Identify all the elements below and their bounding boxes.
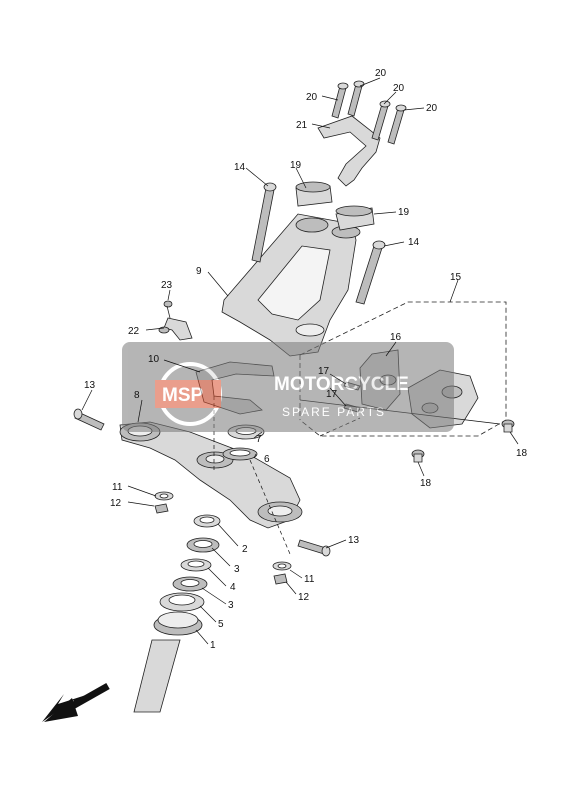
- washer-part-11-left: [154, 491, 174, 501]
- washer-part-11-right: [272, 561, 292, 571]
- callout-20: 20: [306, 92, 318, 103]
- bolt-part-20-4: [387, 104, 407, 145]
- watermark-line-2: SPARE PARTS: [282, 405, 386, 419]
- callout-leaders: [81, 77, 519, 645]
- callout-15: 15: [450, 272, 462, 283]
- bolt-part-20-2: [347, 80, 365, 117]
- bolt-part-18-lower: [411, 449, 425, 463]
- callout-10: 10: [148, 354, 160, 365]
- callout-7: 7: [256, 434, 262, 445]
- callout-9: 9: [196, 266, 202, 277]
- callout-21: 21: [296, 120, 308, 131]
- callout-18: 18: [516, 448, 528, 459]
- bolt-part-14-right: [355, 240, 386, 305]
- callout-1: 1: [210, 640, 216, 651]
- callout-11: 11: [112, 482, 123, 493]
- ring-nut-part-2: [193, 514, 221, 528]
- bolt-part-18-right: [501, 419, 515, 433]
- callout-12: 12: [298, 592, 310, 603]
- callout-3: 3: [228, 600, 234, 611]
- callout-19: 19: [398, 207, 410, 218]
- callout-3: 3: [234, 564, 240, 575]
- callout-8: 8: [134, 390, 140, 401]
- callout-14: 14: [408, 237, 420, 248]
- callout-20: 20: [393, 83, 405, 94]
- clamp-part-22: [158, 317, 193, 341]
- handlebar-holder-part-19-left: [295, 181, 333, 207]
- callout-4: 4: [230, 582, 236, 593]
- callout-11: 11: [304, 574, 315, 585]
- bearing-part-5: [159, 592, 205, 612]
- race-part-3-lower: [172, 576, 208, 592]
- watermark-logo: MSP: [155, 362, 222, 426]
- upper-holder-part-21: [317, 115, 381, 187]
- watermark: MSP MOTORCYCLE SPARE PARTS: [122, 342, 454, 432]
- callout-2: 2: [242, 544, 248, 555]
- bolt-part-13-left: [73, 408, 105, 431]
- bolt-part-13-right: [297, 539, 331, 557]
- bolt-part-20-3: [371, 100, 391, 141]
- washer-part-6: [222, 447, 258, 461]
- watermark-line-1: MOTORCYCLE: [274, 374, 409, 395]
- nut-part-12-left: [154, 503, 169, 514]
- front-direction-arrow-icon: [42, 682, 110, 722]
- callout-20: 20: [375, 68, 387, 79]
- watermark-banner: [122, 342, 454, 432]
- handle-crown-part-9: [221, 213, 361, 357]
- race-part-3-upper: [186, 537, 220, 553]
- callout-17: 17: [326, 389, 338, 400]
- callout-6: 6: [264, 454, 270, 465]
- lower-seal-part-1: [153, 611, 203, 636]
- bolt-part-14-left: [251, 182, 277, 263]
- steering-stem-shaft: [133, 639, 181, 713]
- watermark-logo-text: MSP: [162, 385, 204, 406]
- callout-18: 18: [420, 478, 432, 489]
- callout-16: 16: [390, 332, 402, 343]
- screw-part-23: [163, 300, 173, 319]
- bearing-part-4: [180, 558, 212, 572]
- callout-22: 22: [128, 326, 140, 337]
- under-bracket-part-8: [119, 421, 303, 529]
- callout-labels: 20 20 20 20 21 19 19 14 14 9 15 23 22 16…: [84, 68, 528, 651]
- callout-5: 5: [218, 619, 224, 630]
- handlebar-holder-part-19-right: [335, 205, 375, 231]
- callout-19: 19: [290, 160, 302, 171]
- callout-17: 17: [318, 366, 330, 377]
- callout-13: 13: [84, 380, 96, 391]
- callout-23: 23: [161, 280, 173, 291]
- callout-14: 14: [234, 162, 246, 173]
- nut-part-12-right: [273, 573, 288, 585]
- callout-12: 12: [110, 498, 122, 509]
- bolt-part-20-1: [331, 82, 349, 119]
- callout-20: 20: [426, 103, 438, 114]
- callout-13: 13: [348, 535, 360, 546]
